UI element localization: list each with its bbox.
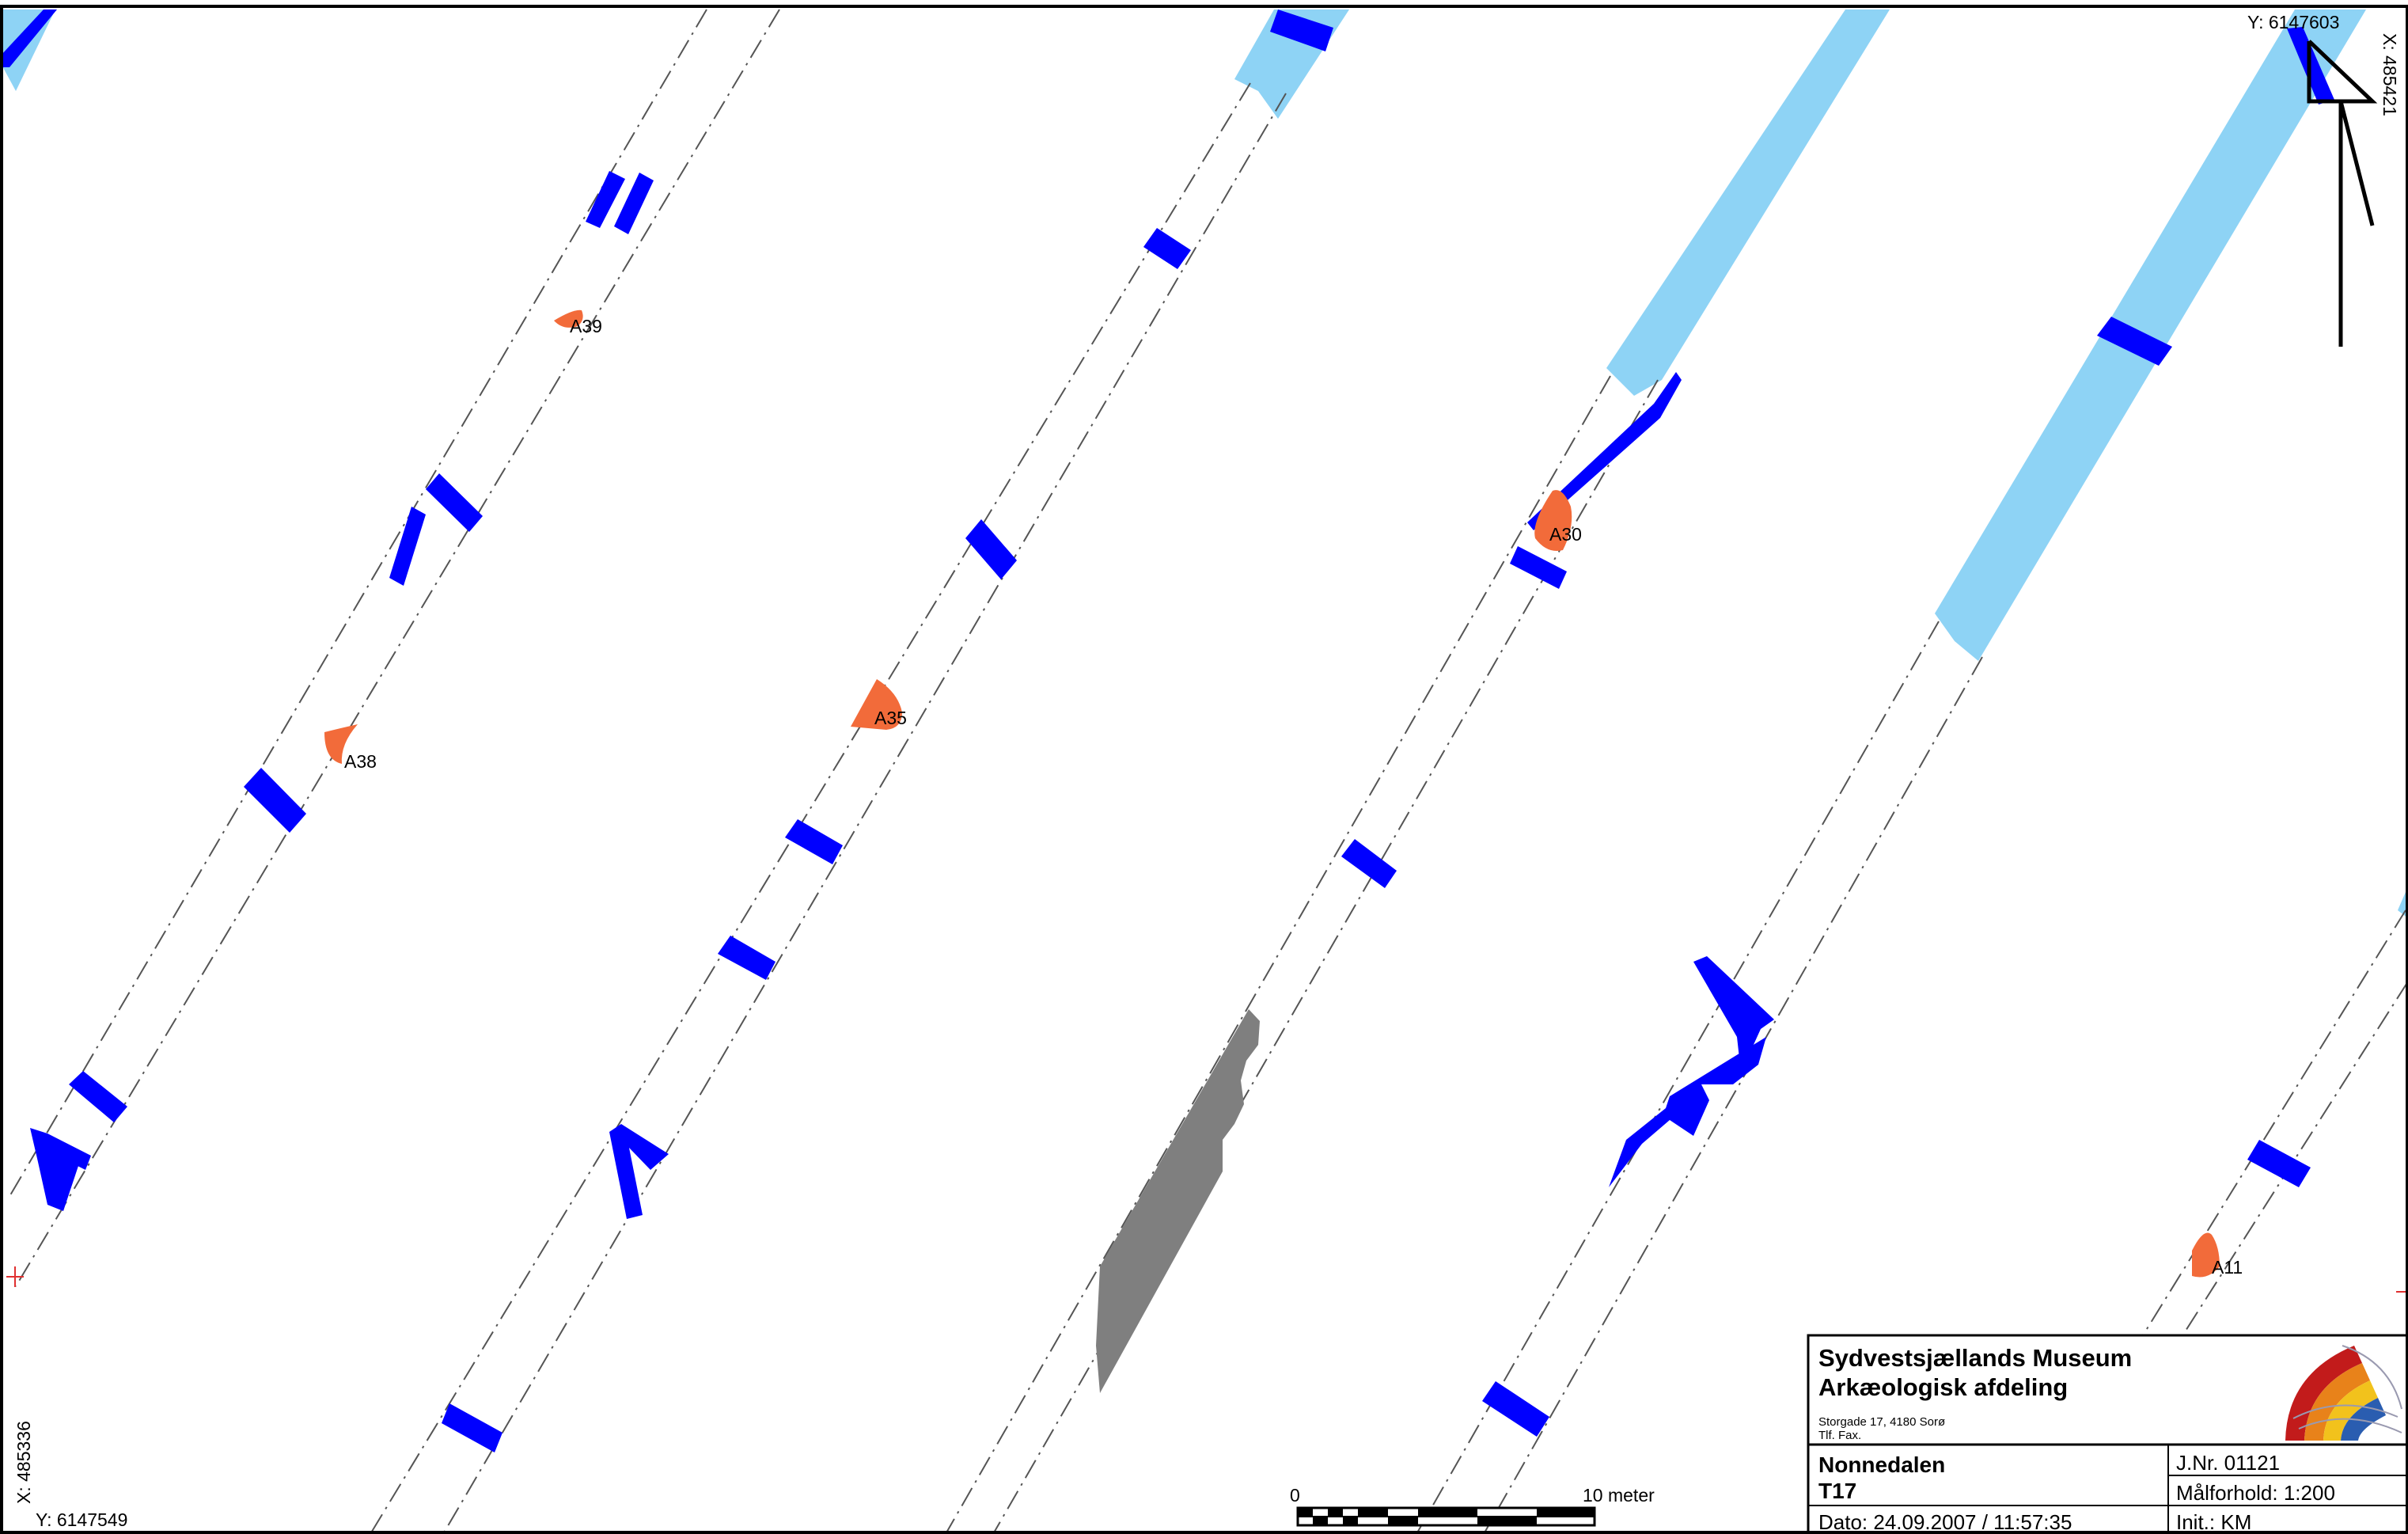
museum-address: Storgade 17, 4180 Sorø bbox=[1818, 1415, 1945, 1429]
drain bbox=[1341, 839, 1397, 888]
trench-edge bbox=[370, 82, 1251, 1534]
drain bbox=[1609, 1037, 1766, 1187]
trench-edge bbox=[15, 9, 780, 1287]
feature-a30 bbox=[1534, 490, 1572, 551]
scale-bar-start-label: 0 bbox=[1290, 1485, 1300, 1506]
site-name: Nonnedalen bbox=[1818, 1452, 1945, 1477]
modern-disturbance bbox=[1, 9, 55, 91]
drain bbox=[442, 1403, 502, 1452]
department-name: Arkæologisk afdeling bbox=[1818, 1373, 2068, 1401]
drain bbox=[609, 1124, 669, 1219]
plan-date: Dato: 24.09.2007 / 11:57:35 bbox=[1818, 1510, 2072, 1534]
north-arrow-icon bbox=[2307, 40, 2378, 347]
journal-number: J.Nr. 01121 bbox=[2176, 1451, 2280, 1475]
drain bbox=[389, 507, 426, 586]
feature-labels: A39 A38 A35 A30 A11 bbox=[344, 316, 2243, 1278]
trench-edge bbox=[1416, 621, 1940, 1534]
feature-layer bbox=[324, 309, 2220, 1278]
drain bbox=[2247, 1140, 2311, 1187]
drain bbox=[965, 519, 1017, 579]
drain bbox=[1482, 1381, 1549, 1437]
drain bbox=[1270, 9, 1333, 51]
trench-edge bbox=[7, 9, 707, 1200]
trench-edge bbox=[1483, 656, 1983, 1534]
feature-label-a30: A30 bbox=[1549, 524, 1582, 545]
scale-bar: 0 10 meter bbox=[1290, 1485, 1655, 1527]
trench-edge bbox=[992, 379, 1659, 1534]
museum-name: Sydvestsjællands Museum bbox=[1818, 1344, 2132, 1372]
coordinate-bottom-left-x: X: 485336 bbox=[13, 1421, 34, 1504]
drain bbox=[30, 1128, 91, 1211]
feature-a38 bbox=[324, 724, 358, 764]
drain bbox=[1143, 228, 1191, 269]
plan-scale: Målforhold: 1:200 bbox=[2176, 1481, 2335, 1505]
trench-name: T17 bbox=[1818, 1479, 1856, 1503]
plan-initials: Init.: KM bbox=[2176, 1510, 2251, 1534]
drain bbox=[614, 173, 654, 234]
coordinate-top-right-x: X: 485421 bbox=[2380, 33, 2400, 116]
drain bbox=[718, 936, 775, 980]
museum-contact: Tlf. Fax. bbox=[1818, 1429, 1861, 1442]
crosshair-icon bbox=[6, 1266, 24, 1287]
feature-label-a38: A38 bbox=[344, 751, 377, 772]
drain bbox=[1527, 372, 1682, 530]
museum-logo-icon bbox=[2285, 1345, 2402, 1441]
modern-disturbance-layer bbox=[1, 9, 2408, 918]
trench-edges bbox=[7, 9, 2408, 1534]
grey-feature bbox=[1096, 1009, 1260, 1393]
drain bbox=[244, 768, 306, 833]
trench-edge bbox=[945, 375, 1611, 1534]
coordinate-bottom-left-y: Y: 6147549 bbox=[36, 1509, 127, 1530]
feature-label-a35: A35 bbox=[874, 708, 907, 728]
drain bbox=[426, 473, 483, 532]
modern-disturbance bbox=[1606, 9, 1890, 396]
scale-bar-end-label: 10 meter bbox=[1583, 1485, 1655, 1506]
trench-edge bbox=[2136, 909, 2406, 1346]
feature-a35 bbox=[851, 679, 902, 730]
map-frame bbox=[0, 5, 2408, 1534]
drain bbox=[69, 1071, 127, 1122]
drain bbox=[586, 171, 625, 228]
drain bbox=[1693, 956, 1774, 1073]
drain bbox=[2097, 317, 2172, 366]
modern-disturbance bbox=[1935, 9, 2366, 661]
trench-edge bbox=[442, 93, 1287, 1534]
feature-a39 bbox=[554, 309, 583, 328]
feature-label-a11: A11 bbox=[2212, 1257, 2243, 1278]
coordinate-top-right-y: Y: 6147603 bbox=[2247, 12, 2339, 32]
drain-layer bbox=[1, 9, 2334, 1452]
title-block: Sydvestsjællands Museum Arkæologisk afde… bbox=[1807, 1334, 2408, 1534]
drain bbox=[1510, 546, 1567, 589]
feature-label-a39: A39 bbox=[570, 316, 602, 336]
drain bbox=[785, 819, 843, 864]
drain bbox=[1, 9, 57, 67]
feature-a11 bbox=[2192, 1232, 2220, 1278]
